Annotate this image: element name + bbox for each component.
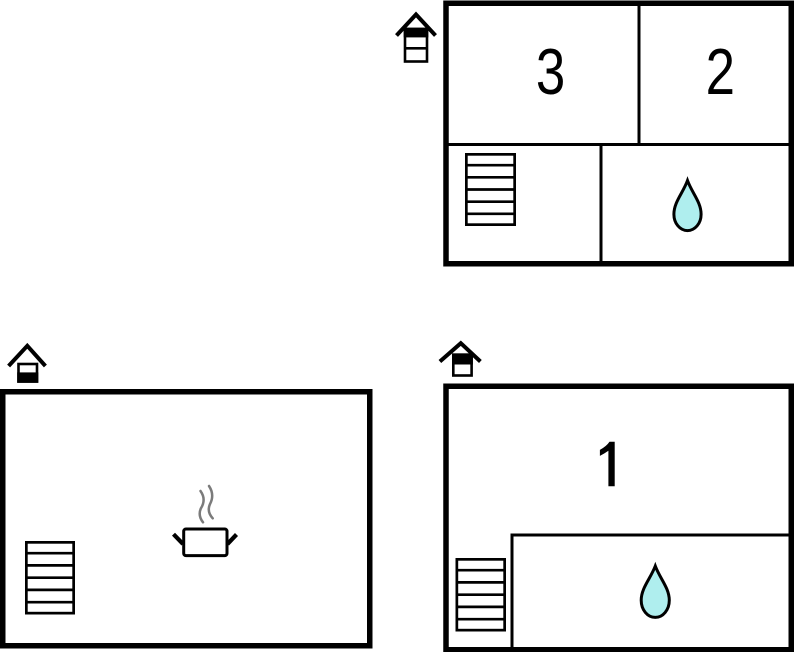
svg-text:2: 2 [706,34,735,108]
svg-text:3: 3 [536,34,565,108]
